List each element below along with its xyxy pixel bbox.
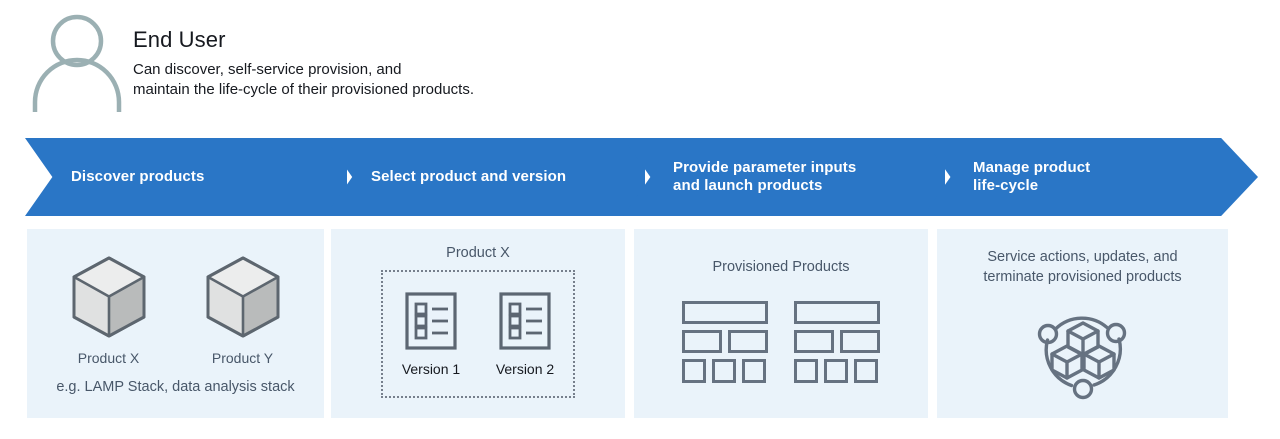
- product-item[interactable]: Product X: [57, 255, 161, 366]
- selected-product-title: Product X: [446, 245, 510, 261]
- workflow-step-1[interactable]: Discover products: [25, 138, 347, 216]
- manage-lifecycle-caption: Service actions, updates, and terminate …: [983, 249, 1182, 285]
- workflow-step-4[interactable]: Manage product life-cycle: [923, 138, 1258, 216]
- stack-block: [794, 301, 880, 324]
- stack-blocks-icon[interactable]: [682, 301, 768, 389]
- discover-note: e.g. LAMP Stack, data analysis stack: [56, 379, 295, 395]
- lifecycle-cubes-icon-wrapper: [937, 299, 1228, 408]
- provisioned-stack-group: [634, 301, 928, 389]
- panel-provisioned-products: Provisioned Products: [634, 229, 928, 418]
- version-item[interactable]: Version 1: [395, 291, 467, 377]
- workflow-step-2[interactable]: Select product and version: [325, 138, 645, 216]
- stack-block: [728, 330, 768, 353]
- panel-select-product-version: Product X Version 1: [331, 229, 625, 418]
- version-label: Version 1: [401, 361, 461, 377]
- stack-block: [682, 330, 722, 353]
- panel-discover-products: Product X Product Y e.g. LAMP Stack, dat…: [27, 229, 324, 418]
- user-avatar-icon: [28, 12, 126, 112]
- stack-blocks-icon[interactable]: [794, 301, 880, 389]
- provisioned-products-title: Provisioned Products: [712, 259, 850, 275]
- workflow-step-banner: Discover products Select product and ver…: [0, 138, 1280, 216]
- stack-block: [794, 359, 818, 383]
- list-document-icon: [403, 292, 459, 355]
- product-version-group-box: Version 1 Version 2: [381, 270, 575, 398]
- workflow-step-4-label: Manage product life-cycle: [973, 159, 1091, 194]
- stack-block: [742, 359, 766, 383]
- version-label: Version 2: [495, 361, 555, 377]
- list-document-icon: [497, 292, 553, 355]
- cube-icon: [203, 256, 283, 343]
- stack-row: [682, 359, 768, 383]
- lifecycle-cubes-icon: [1031, 299, 1135, 408]
- product-item[interactable]: Product Y: [191, 255, 295, 366]
- stack-row: [794, 301, 880, 324]
- stack-block: [824, 359, 848, 383]
- stack-row: [682, 301, 768, 324]
- product-cube-group: Product X Product Y: [27, 255, 324, 366]
- workflow-step-2-label: Select product and version: [371, 168, 567, 185]
- persona-header: End User Can discover, self-service prov…: [0, 0, 1280, 130]
- workflow-step-3[interactable]: Provide parameter inputs and launch prod…: [623, 138, 945, 216]
- persona-description: Can discover, self-service provision, an…: [133, 61, 475, 98]
- stack-block: [682, 301, 768, 324]
- stack-block: [854, 359, 878, 383]
- product-label: Product X: [77, 350, 140, 366]
- workflow-step-1-label: Discover products: [71, 168, 205, 185]
- stack-row: [682, 330, 768, 353]
- product-label: Product Y: [211, 350, 274, 366]
- version-item[interactable]: Version 2: [489, 291, 561, 377]
- stack-row: [794, 330, 880, 353]
- stack-block: [794, 330, 834, 353]
- stack-row: [794, 359, 880, 383]
- version-list: Version 1 Version 2: [383, 291, 573, 377]
- stack-block: [840, 330, 880, 353]
- persona-text-block: End User Can discover, self-service prov…: [133, 26, 833, 99]
- page-title: End User: [133, 27, 226, 52]
- panel-manage-lifecycle: Service actions, updates, and terminate …: [937, 229, 1228, 418]
- stack-block: [712, 359, 736, 383]
- stack-block: [682, 359, 706, 383]
- cube-icon: [69, 256, 149, 343]
- workflow-step-3-label: Provide parameter inputs and launch prod…: [673, 159, 857, 194]
